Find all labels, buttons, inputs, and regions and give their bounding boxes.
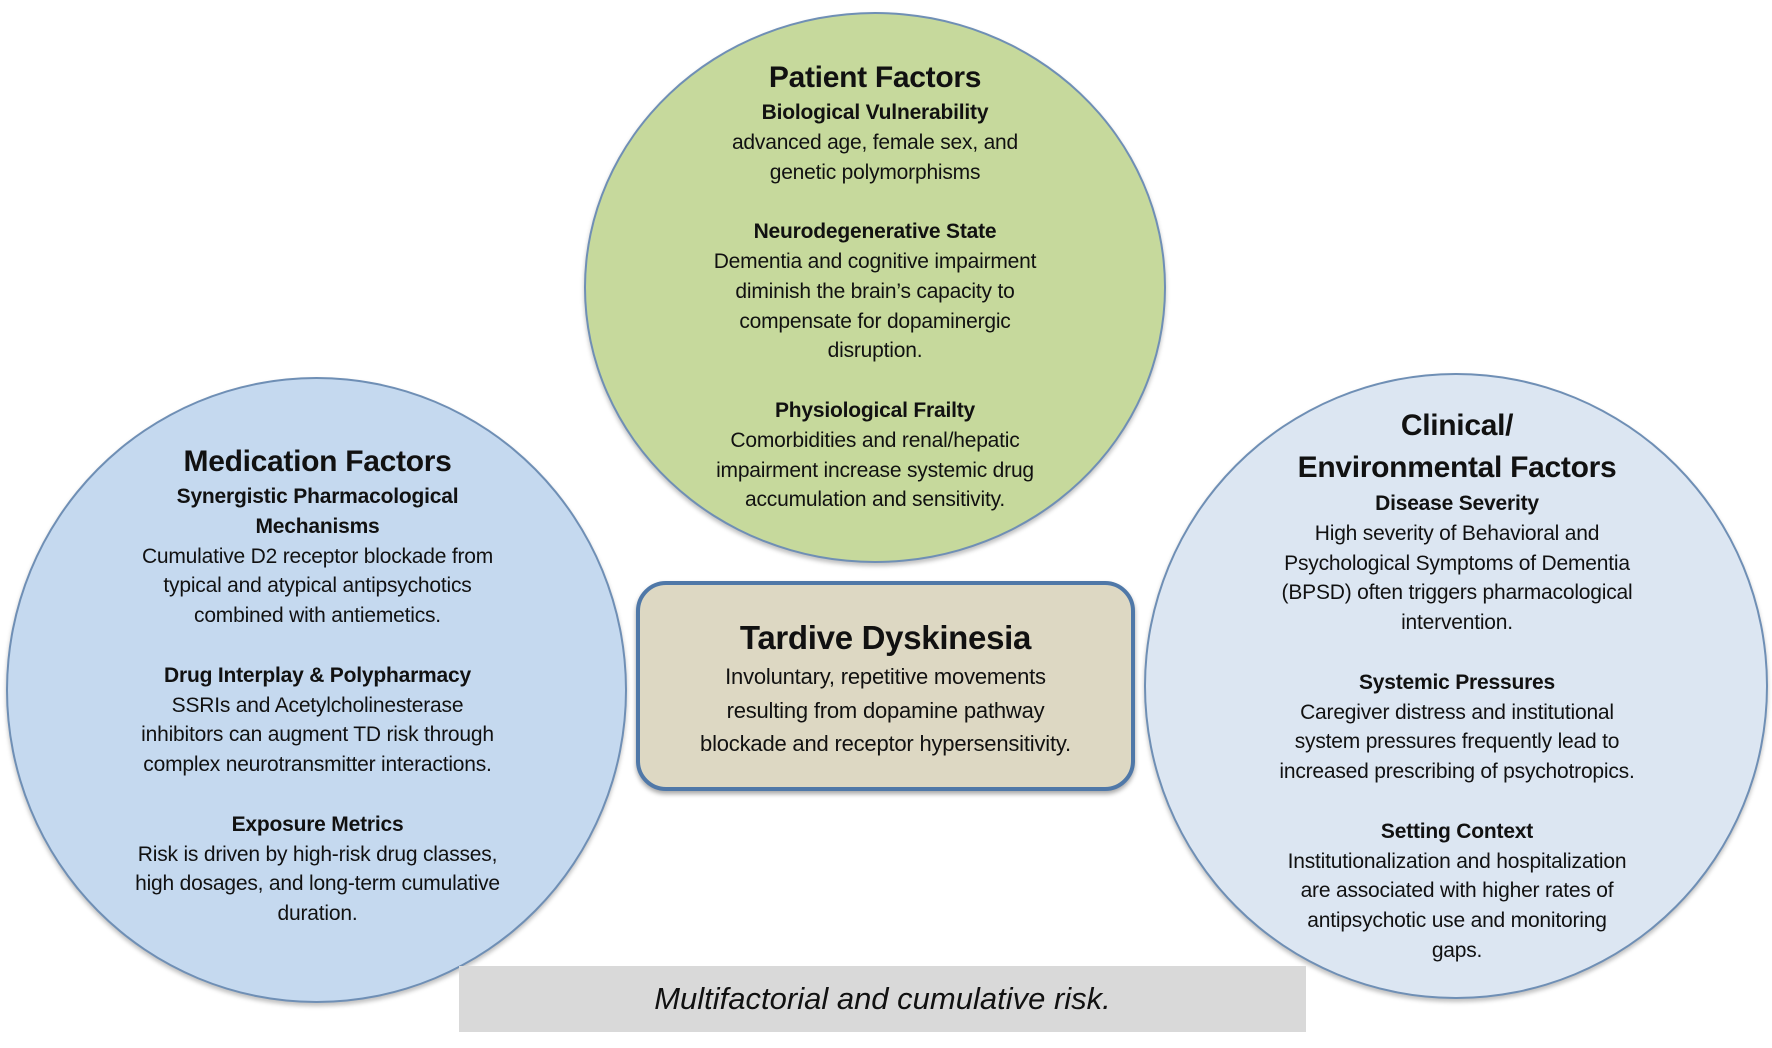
section-text: complex neurotransmitter interactions. <box>143 753 492 777</box>
section-heading: Drug Interplay & Polypharmacy <box>164 663 471 687</box>
clinical-factors-title: Clinical/ <box>1400 409 1514 442</box>
section-text: (BPSD) often triggers pharmacological <box>1281 581 1633 605</box>
section-text: advanced age, female sex, and <box>731 130 1019 154</box>
section-text: typical and atypical antipsychotics <box>163 574 472 598</box>
patient-factors-text: Patient Factors Biological Vulnerability… <box>630 58 1120 515</box>
section-text: Dementia and cognitive impairment <box>713 249 1037 273</box>
section-heading: Biological Vulnerability <box>761 101 989 124</box>
section-text: combined with antiemetics. <box>194 604 441 628</box>
section-heading: Mechanisms <box>255 514 380 538</box>
section-text: Institutionalization and hospitalization <box>1287 849 1627 873</box>
medication-factors-circle <box>6 377 627 1003</box>
patient-factors-circle <box>584 12 1166 563</box>
section-heading: Exposure Metrics <box>231 812 404 836</box>
section-text: are associated with higher rates of <box>1300 879 1614 903</box>
section-text: Risk is driven by high-risk drug classes… <box>137 842 498 866</box>
tardive-dyskinesia-box <box>636 581 1135 791</box>
section-text: High severity of Behavioral and <box>1314 521 1600 545</box>
definition-text: Involuntary, repetitive movements <box>725 664 1046 689</box>
footer-caption: Multifactorial and cumulative risk. <box>654 981 1111 1016</box>
tardive-dyskinesia-text: Tardive Dyskinesia Involuntary, repetiti… <box>636 616 1135 761</box>
section-text: system pressures frequently lead to <box>1294 730 1620 754</box>
section-text: impairment increase systemic drug <box>716 458 1034 482</box>
section-text: antipsychotic use and monitoring <box>1307 909 1607 933</box>
section-text: disruption. <box>827 339 923 363</box>
medication-factors-title: Medication Factors <box>183 445 452 478</box>
section-text: genetic polymorphisms <box>769 160 981 184</box>
section-text: Comorbidities and renal/hepatic <box>730 428 1020 452</box>
section-text: Psychological Symptoms of Dementia <box>1284 551 1630 575</box>
section-text: intervention. <box>1401 611 1513 635</box>
section-text: SSRIs and Acetylcholinesterase <box>171 693 464 717</box>
section-text: Cumulative D2 receptor blockade from <box>141 544 494 568</box>
section-heading: Systemic Pressures <box>1358 670 1556 694</box>
tardive-dyskinesia-title: Tardive Dyskinesia <box>739 619 1032 656</box>
section-text: high dosages, and long-term cumulative <box>135 872 500 896</box>
section-text: accumulation and sensitivity. <box>745 488 1005 512</box>
section-heading: Physiological Frailty <box>774 398 976 422</box>
definition-text: resulting from dopamine pathway <box>726 697 1045 723</box>
clinical-environmental-factors-circle <box>1144 373 1768 999</box>
section-text: compensate for dopaminergic <box>739 309 1011 333</box>
section-heading: Disease Severity <box>1375 492 1539 515</box>
section-text: increased prescribing of psychotropics. <box>1279 760 1635 784</box>
section-heading: Synergistic Pharmacological <box>176 485 459 508</box>
section-heading: Setting Context <box>1380 819 1534 843</box>
section-text: inhibitors can augment TD risk through <box>141 723 494 747</box>
section-heading: Neurodegenerative State <box>753 220 997 244</box>
section-text: diminish the brain’s capacity to <box>735 279 1015 303</box>
section-text: Caregiver distress and institutional <box>1300 700 1614 724</box>
definition-text: blockade and receptor hypersensitivity. <box>700 731 1071 756</box>
section-text: duration. <box>277 902 358 926</box>
footer-bar <box>459 966 1306 1032</box>
patient-factors-title: Patient Factors <box>768 61 982 94</box>
clinical-environmental-factors-text: Clinical/ Environmental Factors Disease … <box>1216 405 1698 966</box>
medication-factors-text: Medication Factors Synergistic Pharmacol… <box>80 442 555 929</box>
clinical-factors-title: Environmental Factors <box>1297 451 1617 484</box>
section-text: gaps. <box>1431 938 1483 962</box>
